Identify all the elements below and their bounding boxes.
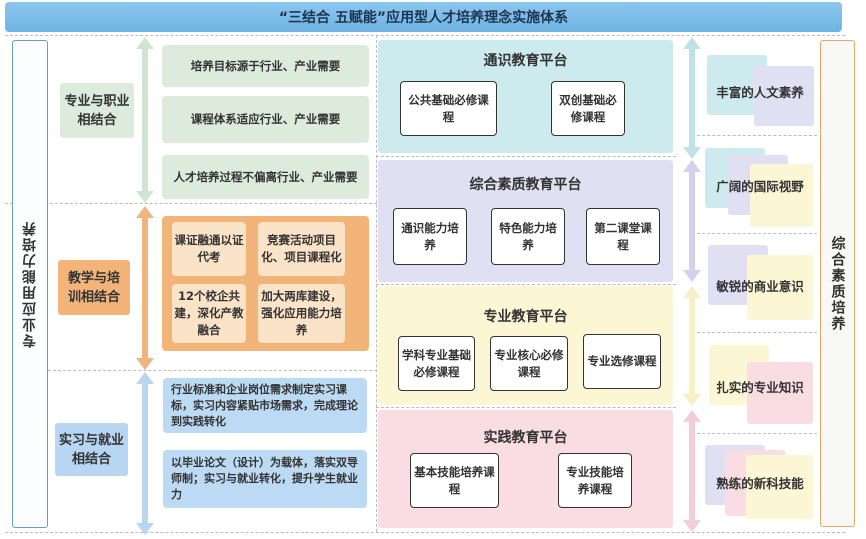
double-arrow-icon [683, 37, 701, 159]
platform-title: 通识教育平台 [483, 53, 568, 69]
combo-item: 课程体系适应行业、产业需要 [162, 96, 369, 143]
ability-label: 丰富的人文素养 [716, 85, 804, 100]
platform-professional: 专业教育平台 学科专业基础必修课程 专业核心必修课程 专业选修课程 [378, 286, 673, 405]
course-box: 学科专业基础必修课程 [398, 336, 475, 391]
decor-square [754, 66, 814, 126]
combo-item: 12个校企共建，深化产教融合 [172, 284, 246, 343]
double-arrow-icon [136, 372, 154, 535]
course-box: 公共基础必修课程 [400, 81, 497, 136]
divider [376, 35, 377, 532]
platform-title: 专业教育平台 [483, 309, 568, 325]
combo-label-profession: 专业与职业相结合 [60, 83, 134, 138]
platform-title: 实践教育平台 [483, 430, 568, 446]
combo-item: 课证融通以证代考 [172, 222, 246, 276]
combo-item: 行业标准和企业岗位需求制定实习课标，实习内容紧贴市场需求，完成理论到实践转化 [163, 378, 367, 433]
divider [5, 203, 377, 204]
platform-title: 综合素质教育平台 [469, 177, 582, 193]
platform-general: 通识教育平台 公共基础必修课程 双创基础必修课程 [378, 40, 673, 153]
combo-item: 加大两库建设，强化应用能力培养 [258, 284, 345, 343]
course-box: 专业核心必修课程 [490, 336, 568, 391]
combo-item: 以毕业论文（设计）为载体，落实双导师制；实习与就业转化，提升学生就业力 [163, 450, 367, 508]
combo-item: 竞赛活动项目化、项目课程化 [258, 222, 345, 276]
decor-square [750, 164, 813, 227]
platform-practice: 实践教育平台 基本技能培养课程 专业技能培养课程 [378, 410, 673, 528]
divider [697, 433, 817, 434]
decor-square [747, 255, 813, 320]
right-side-label: 综合素质培养 [829, 235, 846, 332]
course-box: 基本技能培养课程 [410, 453, 499, 508]
decor-square [747, 362, 813, 424]
divider [376, 156, 676, 157]
divider [376, 407, 676, 408]
double-arrow-icon [683, 286, 701, 406]
ability-label: 广阔的国际视野 [716, 179, 804, 194]
ability-label: 扎实的专业知识 [716, 380, 804, 395]
course-box: 双创基础必修课程 [551, 81, 625, 136]
divider [5, 532, 845, 533]
double-arrow-icon [136, 37, 154, 203]
combo-item: 人才培养过程不偏离行业、产业需要 [162, 155, 369, 199]
right-side-panel: 综合素质培养 [820, 40, 855, 527]
divider [48, 370, 377, 371]
double-arrow-icon [683, 410, 701, 532]
divider [697, 135, 817, 136]
left-side-panel: 专业应用能力培养 [12, 40, 48, 528]
course-box: 特色能力培养 [491, 208, 565, 265]
combo-label-internship: 实习与就业相结合 [55, 423, 128, 476]
double-arrow-icon [683, 160, 701, 282]
divider [5, 35, 845, 36]
platform-quality: 综合素质教育平台 通识能力培养 特色能力培养 第二课堂课程 [378, 160, 673, 282]
ability-label: 熟练的新科技能 [716, 476, 804, 491]
course-box: 通识能力培养 [393, 208, 467, 265]
course-box: 专业技能培养课程 [558, 453, 632, 508]
divider [697, 332, 817, 333]
divider [697, 233, 817, 234]
double-arrow-icon [136, 206, 154, 370]
decor-square [746, 455, 813, 519]
course-box: 第二课堂课程 [586, 208, 660, 265]
combo-label-teaching: 教学与培训相结合 [58, 260, 130, 315]
ability-label: 敏锐的商业意识 [716, 279, 804, 294]
course-box: 专业选修课程 [583, 334, 661, 389]
left-side-label: 专业应用能力培养 [22, 220, 38, 348]
divider [376, 284, 676, 285]
combo-item: 培养目标源于行业、产业需要 [162, 45, 369, 87]
page-title: “三结合 五赋能”应用型人才培养理念实施体系 [5, 2, 842, 32]
